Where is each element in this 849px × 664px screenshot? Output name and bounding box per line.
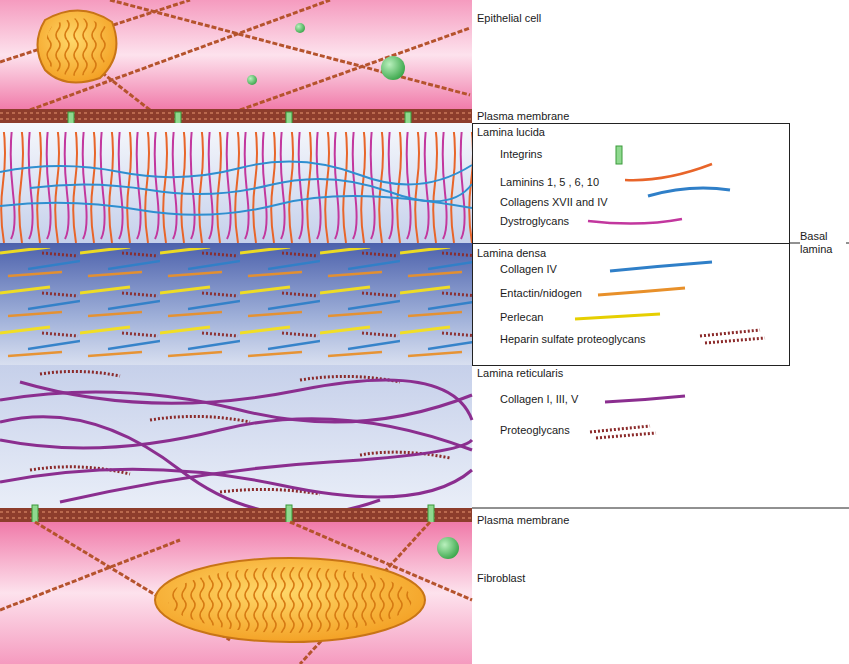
- legend-text: Collagens XVII and IV: [500, 196, 608, 209]
- layer-title: Basal lamina: [800, 230, 846, 256]
- legend-text: Heparin sulfate proteoglycans: [500, 333, 646, 346]
- legend-text: Collagen I, III, V: [500, 393, 578, 406]
- layer-title: Lamina densa: [477, 247, 546, 260]
- layer-box: Lamina densa: [473, 244, 789, 365]
- legend-text: Laminins 1, 5 , 6, 10: [500, 176, 599, 189]
- legend-text: Perlecan: [500, 311, 543, 324]
- legend-text: Entactin/nidogen: [500, 287, 582, 300]
- legend-text: Integrins: [500, 148, 542, 161]
- legend-text: Dystroglycans: [500, 215, 569, 228]
- layer-title: Lamina lucida: [477, 126, 545, 139]
- structure-label: Fibroblast: [477, 572, 525, 585]
- structure-label: Epithelial cell: [477, 12, 541, 25]
- structure-label: Lamina reticularis: [477, 367, 563, 380]
- legend-text: Proteoglycans: [500, 424, 570, 437]
- structure-label: Plasma membrane: [477, 110, 569, 123]
- legend-text: Collagen IV: [500, 263, 557, 276]
- structure-label: Plasma membrane: [477, 514, 569, 527]
